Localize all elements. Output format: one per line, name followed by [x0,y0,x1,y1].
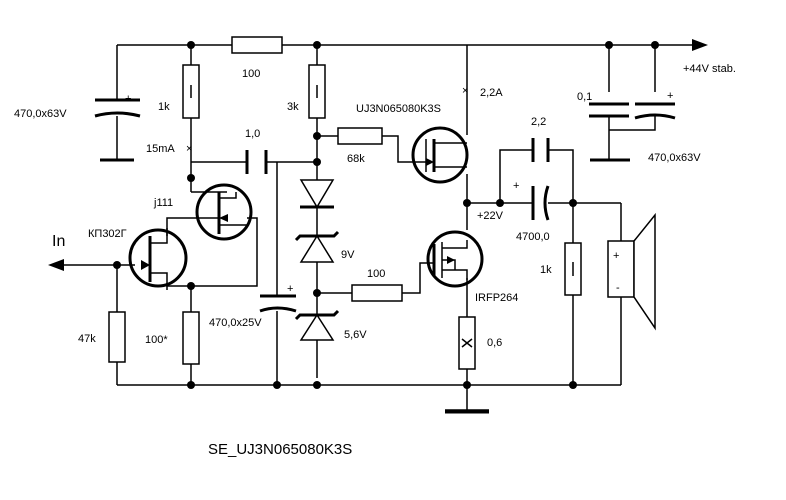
transistor-kp302 [128,228,188,290]
speaker [607,212,656,331]
cap-470-left-curved [94,111,141,118]
label-q-input: КП302Г [88,228,127,240]
resistor-marker-icon [461,338,473,348]
current-marker-2: × [462,85,468,97]
label-pol-c-in: + [125,93,131,105]
label-z-9v: 9V [341,249,355,261]
label-r-gate: 100 [367,268,385,280]
label-c-out-small: 2,2 [531,116,546,128]
capacitors [94,98,676,313]
label-v-mid: +22V [477,210,504,222]
label-pol-c-decouple: + [667,90,673,102]
label-supply: +44V stab. [683,63,736,75]
transistor-uj3n [411,126,469,184]
supply-arrow-icon [692,39,708,51]
label-r-top-series: 100 [242,68,260,80]
resistor-47k [108,311,126,363]
transistors [128,126,484,290]
label-r-load: 1k [540,264,552,276]
label-c-bias: 470,0x25V [209,317,262,329]
label-input: In [52,233,65,250]
label-i-main: 2,2A [480,87,503,99]
label-r-input: 47k [78,333,96,345]
resistor-68k [337,127,383,145]
label-c-decouple-small: 0,1 [577,91,592,103]
junction-dots [113,41,659,389]
label-r-source-out: 0,6 [487,337,502,349]
label-c-coupling-1: 1,0 [245,128,260,140]
label-z-5v6: 5,6V [344,329,367,341]
label-q-bottom: IRFP264 [475,292,518,304]
label-spk-minus: - [616,282,620,294]
diode-top [299,179,335,209]
zener-9v [299,234,335,263]
resistor-100-top [231,36,283,54]
current-marker-1: × [186,143,192,155]
label-pol-c-out: + [513,180,519,192]
labels: 470,0x63V 100 1k 15mA 1,0 3k 68k UJ3N065… [14,63,736,458]
label-q-top: UJ3N065080K3S [356,103,441,115]
label-spk-plus: + [613,250,619,262]
label-pol-c-bias: + [287,283,293,295]
label-q-j111: j111 [153,197,173,209]
resistor-100-trim [182,311,200,365]
transistor-irfp264 [426,230,484,288]
label-r-bias-68k: 68k [347,153,365,165]
input-arrow-icon [48,259,64,271]
resistor-100-gate [351,284,403,302]
ground-symbols [100,158,630,414]
zener-5v6 [299,313,335,341]
label-c-out-big: 4700,0 [516,231,550,243]
label-c-in-supply: 470,0x63V [14,108,67,120]
label-c-decouple-big: 470,0x63V [648,152,701,164]
label-r-jfet-drain: 1k [158,101,170,113]
label-r-source-trim: 100* [145,334,168,346]
diodes [294,179,340,341]
label-i-jfet: 15mA [146,143,175,155]
diagram-title: SE_UJ3N065080K3S [208,441,352,458]
transistor-j111 [195,183,253,241]
label-r-bias-top: 3k [287,101,299,113]
